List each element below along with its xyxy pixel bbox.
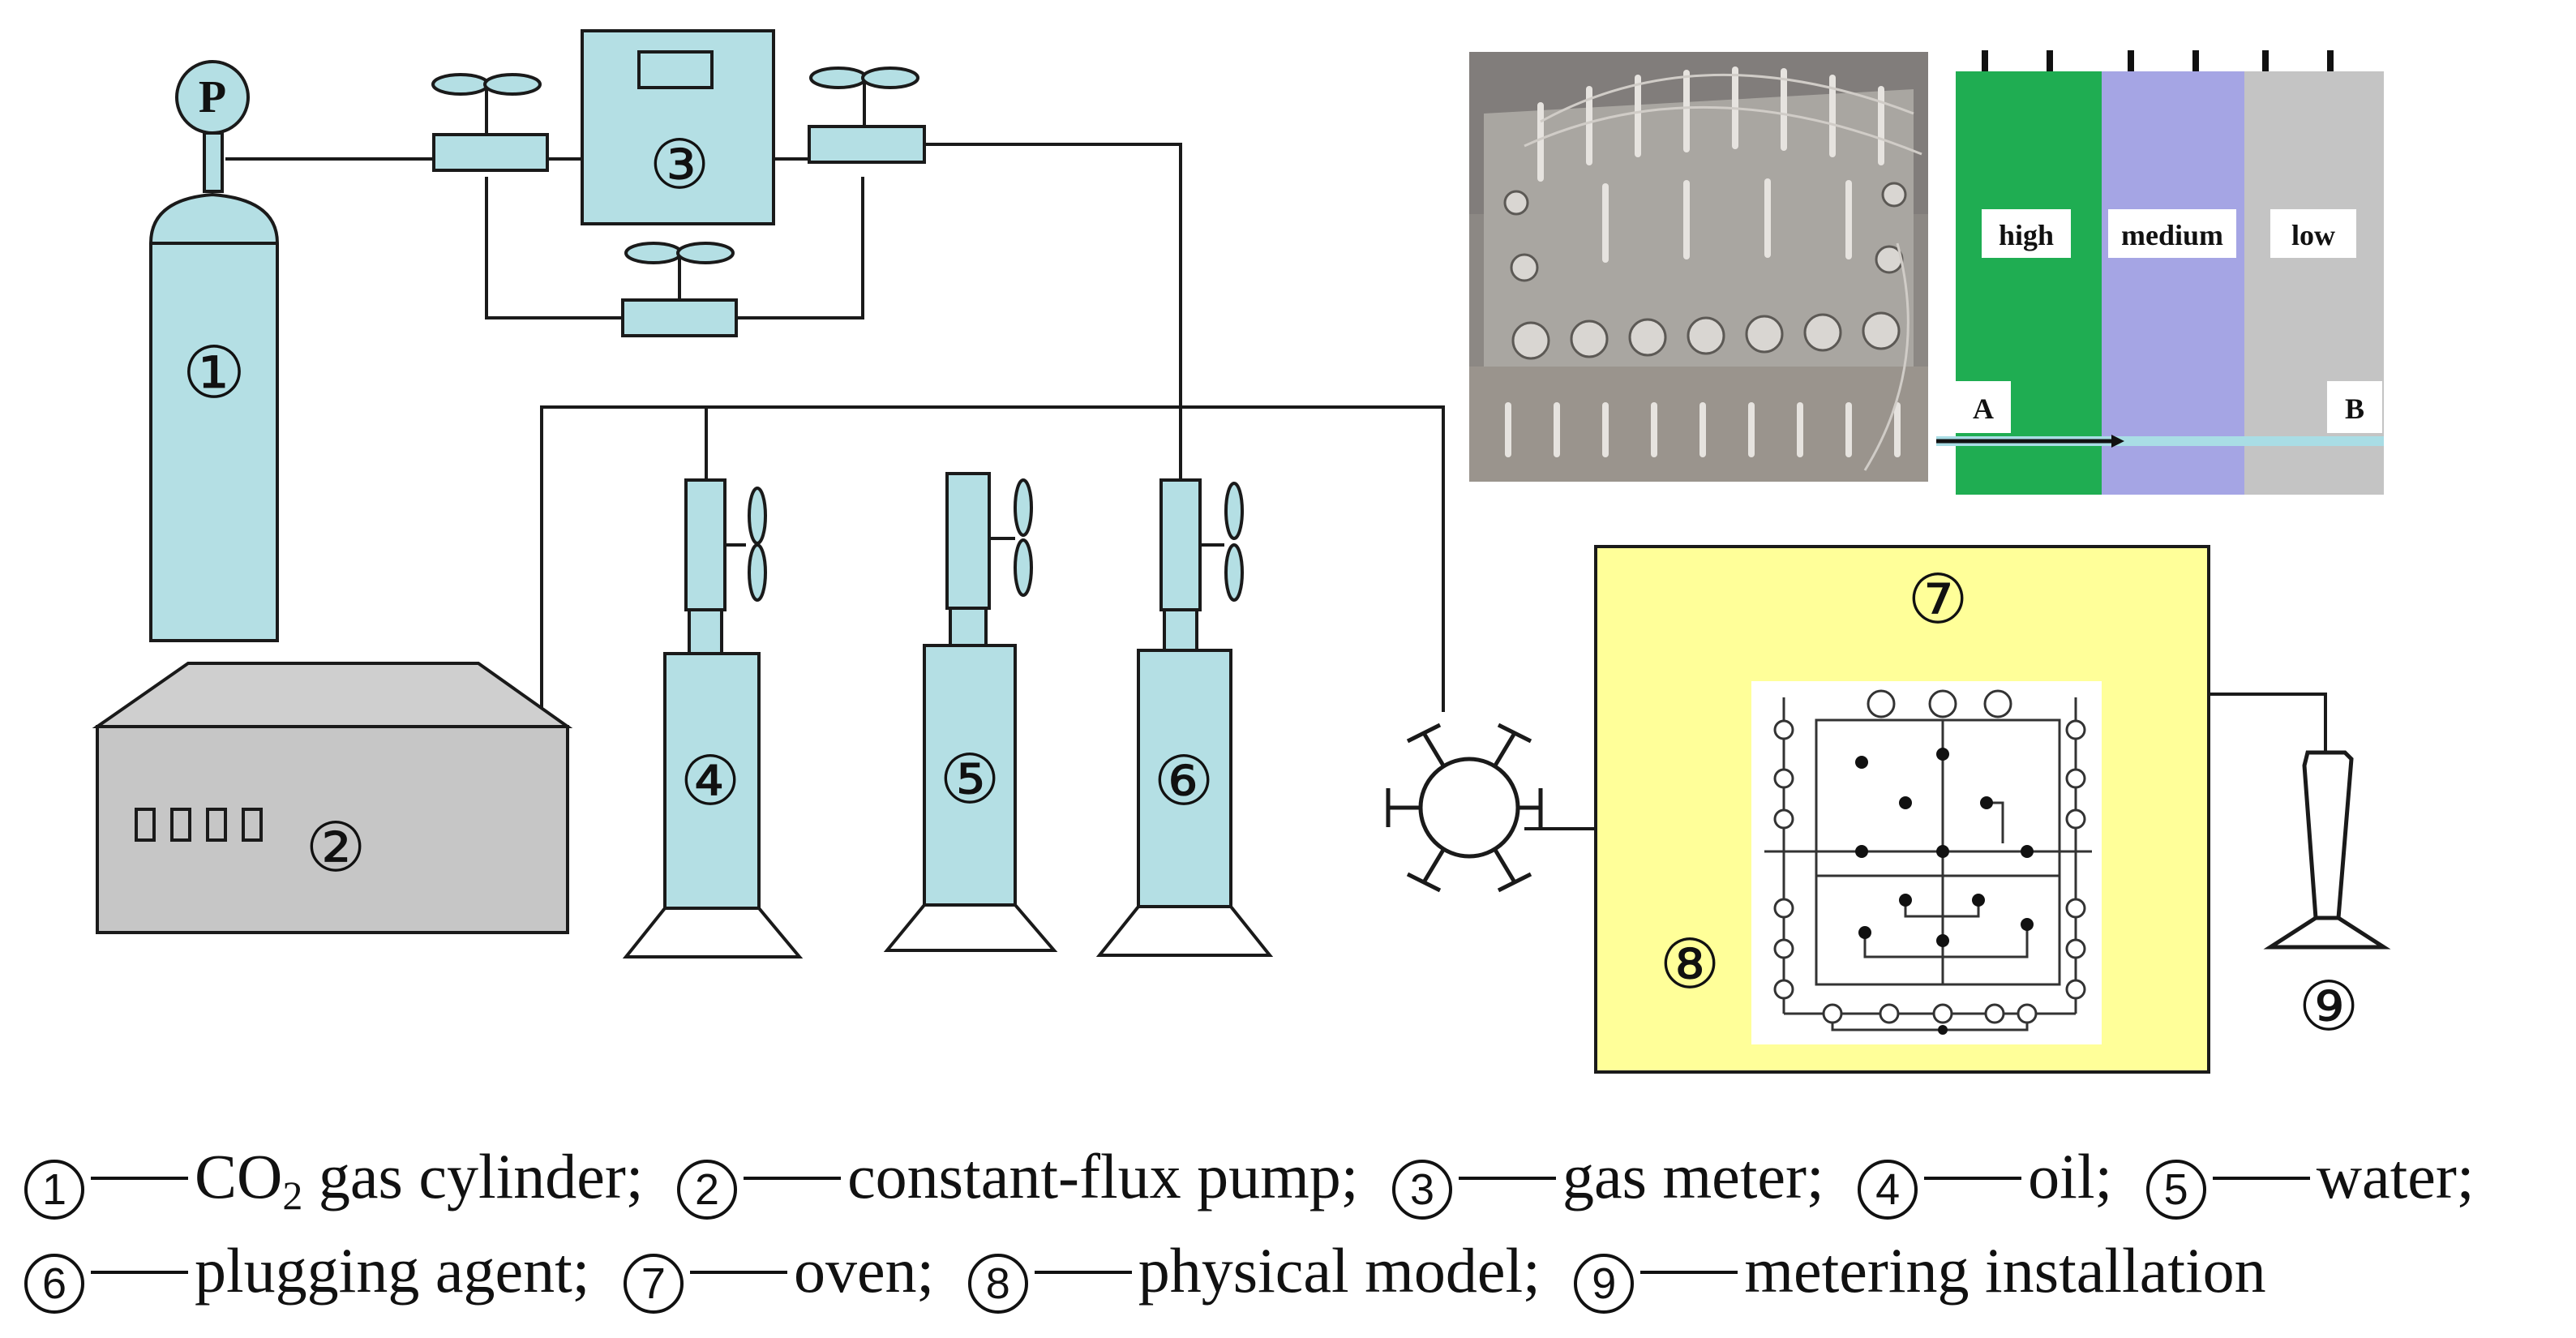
- zone-label-medium: medium: [2121, 219, 2223, 251]
- pump-display-digit: [242, 808, 263, 842]
- legend-number-1: 1: [24, 1160, 84, 1220]
- container-plugging-agent: [1095, 478, 1274, 957]
- label-oil-container: ④: [679, 744, 740, 820]
- point-label-b: B: [2345, 392, 2364, 425]
- permeability-zone-schematic: [1936, 50, 2384, 495]
- metering-installation: [2263, 750, 2391, 950]
- label-physical-model: ⑧: [1659, 928, 1720, 1003]
- co2-gas-cylinder: [149, 60, 279, 642]
- legend-number-9: 9: [1574, 1254, 1635, 1314]
- label-oven: ⑦: [1907, 563, 1968, 638]
- label-plugging-agent-container: ⑥: [1153, 744, 1214, 820]
- legend-number-5: 5: [2145, 1160, 2206, 1220]
- pump-display-digit: [170, 808, 191, 842]
- zone-label-high: high: [1999, 219, 2054, 251]
- needle-valve-left: [431, 73, 549, 172]
- needle-valve-right: [808, 66, 926, 164]
- legend-number-2: 2: [677, 1160, 738, 1220]
- pipe-meter-bypass: [485, 177, 623, 319]
- gauge-label: P: [199, 72, 226, 122]
- point-label-a: A: [1973, 392, 1994, 425]
- label-gas-meter: ③: [649, 128, 709, 204]
- gas-meter: [581, 29, 775, 225]
- constant-flux-pump: [92, 662, 573, 934]
- well-line-ab: [1936, 436, 2384, 446]
- pipe-meter-to-container6: [924, 143, 1182, 480]
- legend-number-4: 4: [1858, 1160, 1918, 1220]
- model-photo: [1469, 52, 1928, 482]
- legend-number-8: 8: [967, 1254, 1028, 1314]
- legend-number-6: 6: [24, 1254, 84, 1314]
- six-way-valve: [1386, 723, 1543, 893]
- gas-meter-display: [637, 50, 714, 89]
- label-water-container: ⑤: [939, 743, 1000, 818]
- label-metering-installation: ⑨: [2298, 970, 2359, 1045]
- needle-valve-bypass: [621, 242, 738, 337]
- legend-number-7: 7: [623, 1254, 684, 1314]
- pipe-meter-bypass-return: [735, 177, 864, 319]
- legend-number-3: 3: [1391, 1160, 1452, 1220]
- label-cylinder: ①: [182, 335, 246, 414]
- physical-model-schematic: [1751, 681, 2102, 1044]
- label-pump: ②: [305, 811, 366, 886]
- container-oil: [622, 478, 804, 958]
- zone-medium: [2102, 71, 2244, 495]
- pump-display-digit: [206, 808, 227, 842]
- zone-label-low: low: [2291, 219, 2335, 251]
- container-water: [883, 472, 1058, 952]
- pump-display-digit: [135, 808, 156, 842]
